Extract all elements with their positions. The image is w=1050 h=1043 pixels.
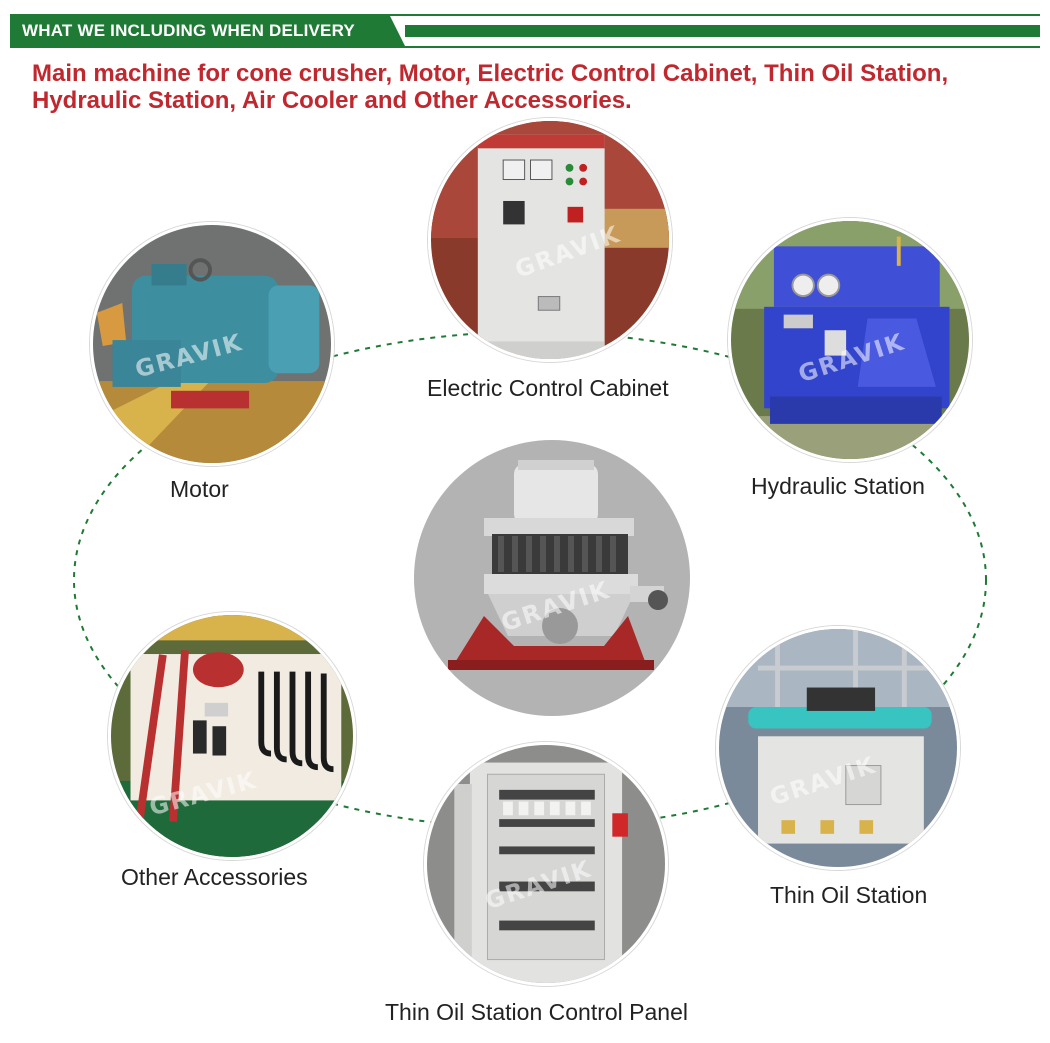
header-title: WHAT WE INCLUDING WHEN DELIVERY	[22, 21, 355, 40]
motor-photo: GRAVIK	[90, 222, 334, 466]
label-thin-oil-station: Thin Oil Station	[770, 882, 928, 908]
section-header: WHAT WE INCLUDING WHEN DELIVERY	[10, 14, 1040, 48]
electric-cabinet-photo: GRAVIK	[428, 118, 672, 362]
label-hydraulic-station: Hydraulic Station	[751, 473, 925, 499]
header-rule	[405, 25, 1040, 37]
header-tab	[10, 16, 405, 46]
label-thin-oil-station-control-panel: Thin Oil Station Control Panel	[385, 999, 688, 1025]
thin-oil-station-photo: GRAVIK	[716, 626, 960, 870]
headline-line-2: Hydraulic Station, Air Cooler and Other …	[32, 87, 632, 114]
hydraulic-station-photo: GRAVIK	[728, 218, 972, 462]
label-other-accessories: Other Accessories	[121, 864, 308, 890]
headline: Main machine for cone crusher, Motor, El…	[32, 60, 1032, 114]
label-motor: Motor	[170, 476, 229, 502]
control-panel-photo: GRAVIK	[424, 742, 668, 986]
label-electric-control-cabinet: Electric Control Cabinet	[427, 375, 669, 401]
headline-line-1: Main machine for cone crusher, Motor, El…	[32, 60, 949, 87]
cone-crusher-photo: GRAVIK	[414, 440, 690, 716]
accessories-photo: GRAVIK	[108, 612, 356, 860]
